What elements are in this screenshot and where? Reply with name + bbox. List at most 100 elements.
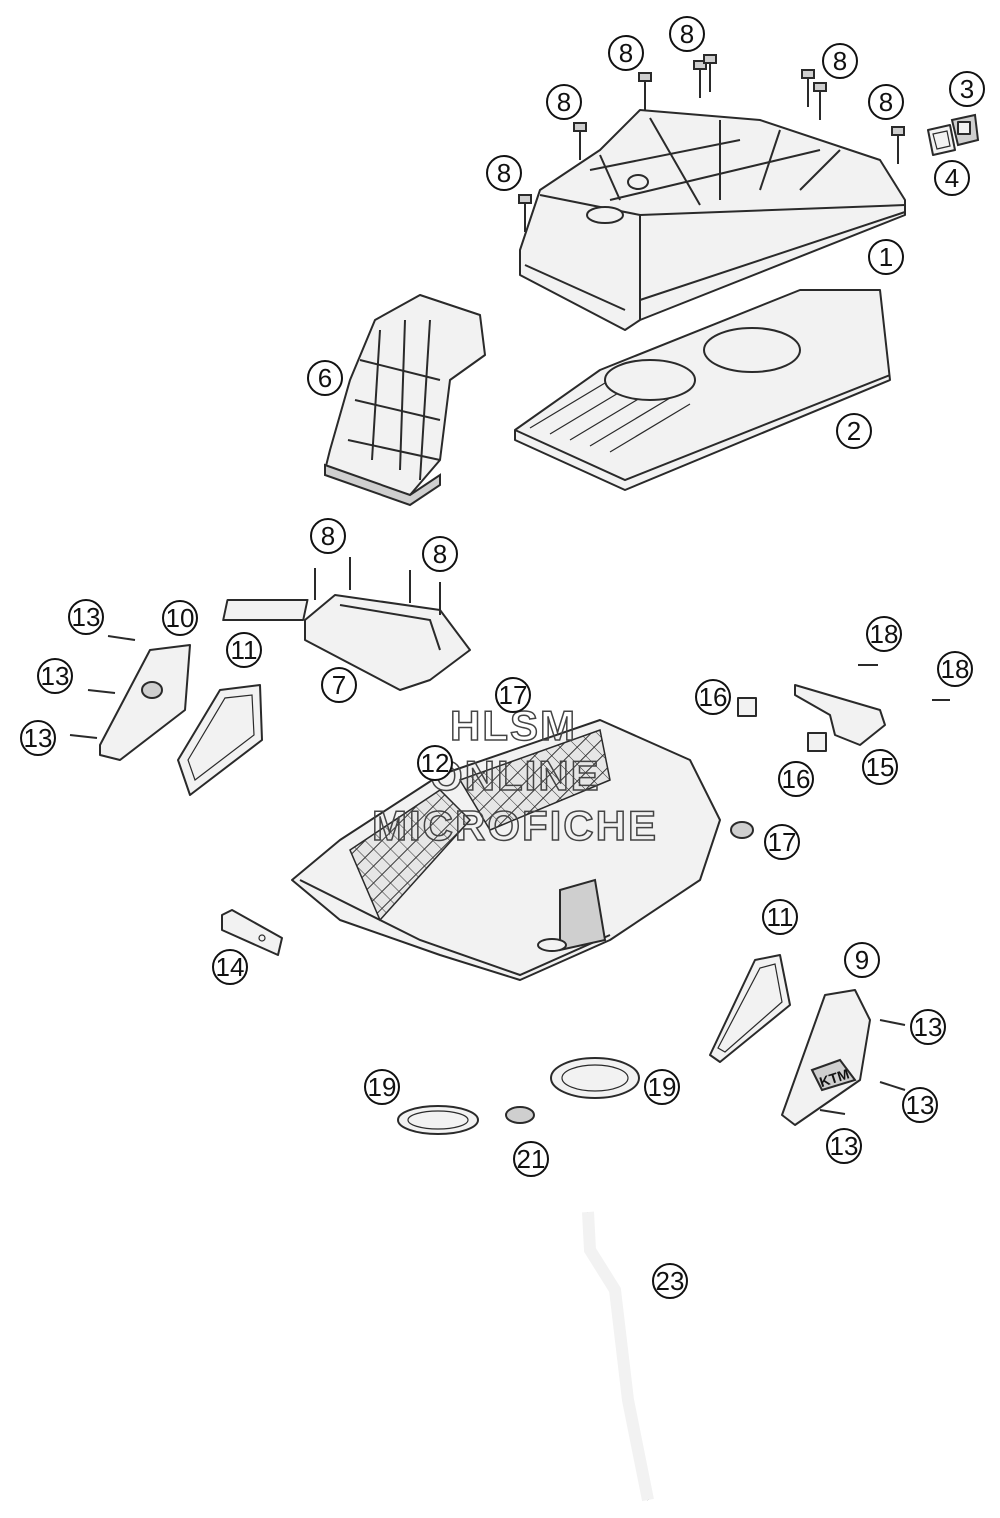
svg-text:2: 2 bbox=[847, 416, 861, 446]
drain-hose-part-23 bbox=[582, 1211, 654, 1502]
callout-15: 15 bbox=[862, 749, 898, 785]
callout-11b: 11 bbox=[762, 899, 798, 935]
svg-text:19: 19 bbox=[648, 1072, 677, 1102]
watermark: HLSM ONLINE MICROFICHE bbox=[371, 701, 658, 850]
svg-text:8: 8 bbox=[619, 38, 633, 68]
svg-text:4: 4 bbox=[945, 163, 959, 193]
svg-text:21: 21 bbox=[517, 1144, 546, 1174]
callout-4: 4 bbox=[934, 160, 970, 196]
svg-text:11: 11 bbox=[231, 635, 258, 665]
svg-text:7: 7 bbox=[332, 670, 346, 700]
svg-text:8: 8 bbox=[879, 87, 893, 117]
bolt-group-cover bbox=[518, 54, 905, 232]
callout-7: 7 bbox=[321, 667, 357, 703]
svg-text:8: 8 bbox=[433, 539, 447, 569]
svg-text:15: 15 bbox=[866, 752, 895, 782]
airbox-cover-part bbox=[519, 109, 906, 331]
svg-text:8: 8 bbox=[833, 46, 847, 76]
grommet-part-21 bbox=[505, 1106, 535, 1124]
callout-10: 10 bbox=[162, 600, 198, 636]
airbox-housing-part bbox=[291, 719, 721, 981]
callout-13d: 13 bbox=[910, 1009, 946, 1045]
callout-8f: 8 bbox=[868, 84, 904, 120]
callout-16b: 16 bbox=[778, 761, 814, 797]
svg-text:14: 14 bbox=[216, 952, 245, 982]
svg-text:23: 23 bbox=[656, 1266, 685, 1296]
svg-text:1: 1 bbox=[879, 242, 893, 272]
seal-ring-part-19b bbox=[550, 1057, 640, 1099]
bracket-part-15 bbox=[794, 684, 886, 746]
callout-17b: 17 bbox=[764, 824, 800, 860]
svg-text:13: 13 bbox=[24, 723, 53, 753]
svg-text:12: 12 bbox=[421, 748, 450, 778]
svg-text:13: 13 bbox=[41, 661, 70, 691]
side-bracket-part-10 bbox=[69, 635, 191, 761]
svg-text:8: 8 bbox=[497, 158, 511, 188]
callout-8h: 8 bbox=[422, 536, 458, 572]
callout-8a: 8 bbox=[486, 155, 522, 191]
svg-text:3: 3 bbox=[960, 74, 974, 104]
gasket-part-11-right bbox=[709, 954, 791, 1063]
svg-text:19: 19 bbox=[368, 1072, 397, 1102]
callout-8e: 8 bbox=[822, 43, 858, 79]
svg-text:17: 17 bbox=[499, 680, 528, 710]
callout-12: 12 bbox=[417, 745, 453, 781]
side-cover-part-9: KTM bbox=[781, 989, 906, 1126]
callout-11a: 11 bbox=[226, 632, 262, 668]
callout-8b: 8 bbox=[546, 84, 582, 120]
callout-17a: 17 bbox=[495, 677, 531, 713]
callout-23: 23 bbox=[652, 1263, 688, 1299]
svg-text:13: 13 bbox=[830, 1131, 859, 1161]
foam-block-part-14 bbox=[221, 909, 283, 956]
callout-21: 21 bbox=[513, 1141, 549, 1177]
svg-text:11: 11 bbox=[767, 902, 794, 932]
svg-text:13: 13 bbox=[72, 602, 101, 632]
callout-8g: 8 bbox=[310, 518, 346, 554]
svg-text:10: 10 bbox=[166, 603, 195, 633]
callout-2: 2 bbox=[836, 413, 872, 449]
svg-text:13: 13 bbox=[906, 1090, 935, 1120]
clip-part-3 bbox=[950, 113, 980, 147]
callout-8c: 8 bbox=[608, 35, 644, 71]
svg-text:8: 8 bbox=[557, 87, 571, 117]
air-filter-part bbox=[514, 289, 891, 491]
callout-13e: 13 bbox=[902, 1087, 938, 1123]
intake-boot-part bbox=[324, 294, 486, 507]
callout-3: 3 bbox=[949, 71, 985, 107]
plug-part-17 bbox=[730, 821, 754, 839]
watermark-line-2: ONLINE bbox=[430, 752, 601, 799]
callout-13a: 13 bbox=[68, 599, 104, 635]
svg-text:6: 6 bbox=[318, 363, 332, 393]
svg-text:18: 18 bbox=[941, 654, 970, 684]
callout-6: 6 bbox=[307, 360, 343, 396]
svg-text:8: 8 bbox=[680, 19, 694, 49]
svg-text:13: 13 bbox=[914, 1012, 943, 1042]
callout-13c: 13 bbox=[20, 720, 56, 756]
svg-text:16: 16 bbox=[699, 682, 728, 712]
svg-text:9: 9 bbox=[855, 945, 869, 975]
callout-8d: 8 bbox=[669, 16, 705, 52]
clip-part-16a bbox=[737, 697, 757, 717]
svg-text:17: 17 bbox=[768, 827, 797, 857]
callout-group: 1 2 3 4 6 7 8 8 8 8 8 8 8 8 9 10 11 11 1… bbox=[20, 16, 985, 1299]
callout-19b: 19 bbox=[644, 1069, 680, 1105]
callout-1: 1 bbox=[868, 239, 904, 275]
callout-16a: 16 bbox=[695, 679, 731, 715]
clip-part-16b bbox=[807, 732, 827, 752]
callout-9: 9 bbox=[844, 942, 880, 978]
svg-text:16: 16 bbox=[782, 764, 811, 794]
callout-14: 14 bbox=[212, 949, 248, 985]
gasket-part-4 bbox=[927, 124, 956, 156]
svg-text:8: 8 bbox=[321, 521, 335, 551]
seal-ring-part-19a bbox=[397, 1105, 479, 1135]
gasket-part-11-left bbox=[177, 684, 263, 796]
callout-19a: 19 bbox=[364, 1069, 400, 1105]
svg-text:18: 18 bbox=[870, 619, 899, 649]
intake-flange-part bbox=[222, 557, 471, 691]
watermark-line-3: MICROFICHE bbox=[372, 802, 658, 849]
callout-13f: 13 bbox=[826, 1128, 862, 1164]
screw-part-18 bbox=[858, 664, 950, 701]
callout-13b: 13 bbox=[37, 658, 73, 694]
callout-18b: 18 bbox=[937, 651, 973, 687]
